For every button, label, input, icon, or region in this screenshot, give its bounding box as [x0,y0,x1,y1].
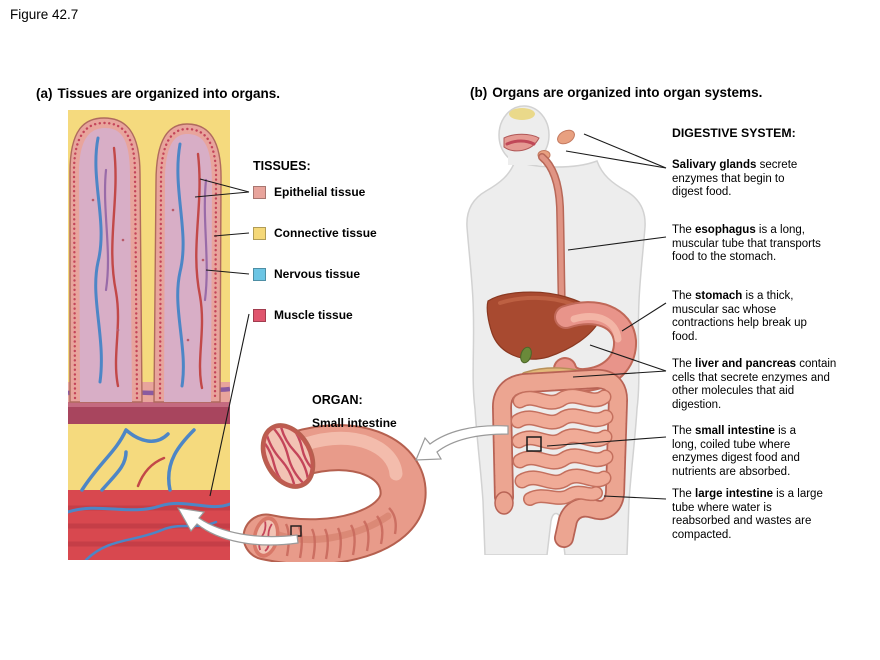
villi-cross-section [66,110,232,562]
legend-item-nervous: Nervous tissue [253,267,360,281]
panel-b-prefix: (b) [470,85,488,100]
tissues-heading: TISSUES: [253,159,311,173]
mouth-shape [503,133,540,152]
panel-a-title-text: Tissues are organized into organs. [57,86,281,101]
digestive-system-figure [466,105,646,556]
nerve-vessel-branches [80,428,196,492]
large-intestine-shape [493,370,627,547]
esophagus-shape [539,154,565,316]
muscle-tissue-label: Muscle tissue [274,308,353,322]
villus-right [153,123,222,403]
label-salivary-glands: Salivary glands secrete enzymes that beg… [672,159,798,199]
epithelial-tissue-swatch [253,185,266,199]
tongue-shape [505,139,536,146]
label-stomach: The stomach is a thick, muscular sac who… [672,290,807,343]
villus-left [69,117,143,403]
epithelial-tissue-label: Epithelial tissue [274,185,366,199]
legend-item-muscle: Muscle tissue [253,308,353,322]
nervous-tissue-label: Nervous tissue [274,267,361,281]
muscle-tissue-swatch [253,308,266,322]
cut-opening [258,422,317,491]
small-intestine-organ [242,422,427,566]
small-intestine-shape [510,388,614,506]
panel-b-title: (b) Organs are organized into organ syste… [470,85,762,100]
legend-item-connective: Connective tissue [253,226,377,240]
gallbladder-shape [520,346,532,364]
label-esophagus: The esophagus is a long, muscular tube t… [672,224,821,264]
label-liver-pancreas: The liver and pancreas contain cells tha… [672,358,837,411]
small-intestine-illustration [236,412,431,567]
blood-vessel [66,501,232,514]
body-illustration [458,105,668,560]
cecum-shape [494,491,514,515]
connective-tissue-swatch [253,226,266,240]
digestive-system-heading: DIGESTIVE SYSTEM: [672,126,796,140]
panel-a-prefix: (a) [36,86,53,101]
panel-a-title: (a) Tissues are organized into organs. [36,86,280,101]
detail-box-body [526,436,542,452]
panel-b-title-text: Organs are organized into organ systems. [492,85,763,100]
label-small-intestine: The small intestine is a long, coiled tu… [672,425,800,478]
epithelial-stipple [72,121,139,400]
organ-heading: ORGAN: [312,393,363,407]
connective-tissue-label: Connective tissue [274,226,377,240]
tissue-illustration [66,110,232,565]
legend-item-epithelial: Epithelial tissue [253,185,365,199]
hair [509,108,535,120]
salivary-gland-shape [557,129,575,145]
organ-name: Small intestine [312,416,397,430]
nervous-tissue-swatch [253,267,266,281]
label-large-intestine: The large intestine is a large tube wher… [672,488,823,541]
figure-label: Figure 42.7 [10,7,79,22]
